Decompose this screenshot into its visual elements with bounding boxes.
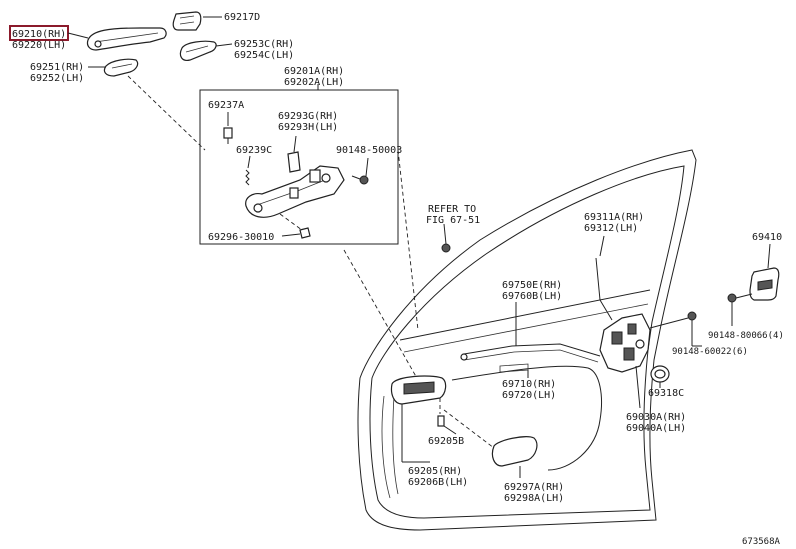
label-69237a: 69237A: [208, 100, 244, 111]
leader-69210: [67, 32, 89, 39]
label-69040a: 69040A(LH): [626, 423, 686, 434]
label-69254c: 69254C(LH): [234, 50, 294, 61]
label-69253c: 69253C(RH): [234, 39, 294, 50]
label-69710: 69710(RH): [502, 379, 556, 390]
leader-69311a: [599, 235, 605, 257]
label-69201a: 69201A(RH): [284, 66, 344, 77]
label-69410: 69410: [752, 232, 782, 243]
leader-90148-50003: [351, 175, 361, 180]
label-69293g: 69293G(RH): [278, 111, 338, 122]
screw-90148-80066-part[interactable]: [727, 293, 753, 303]
label-69760b: 69760B(LH): [502, 291, 562, 302]
label-69296: 69296-30010: [208, 232, 274, 243]
label-69251: 69251(RH): [30, 62, 84, 73]
leader-69030a: [635, 365, 641, 409]
label-90148-50003: 90148-50003: [336, 145, 402, 156]
door-lock-assembly-part[interactable]: [599, 313, 651, 373]
screw-90148-50003-part[interactable]: [359, 175, 369, 185]
rod-69311a-part[interactable]: [595, 257, 613, 321]
leader-69410: [767, 243, 771, 269]
label-69252: 69252(LH): [30, 73, 84, 84]
leader-90148-50003-b: [365, 157, 369, 177]
leader-69239c: [247, 155, 251, 169]
label-refer-to: REFER TO: [428, 204, 476, 215]
label-69205b: 69205B: [428, 436, 464, 447]
door-panel-outline: [357, 149, 697, 531]
spring-69239c-part[interactable]: [245, 169, 250, 186]
clip-69237a-part[interactable]: [223, 127, 233, 144]
label-69293h: 69293H(LH): [278, 122, 338, 133]
label-69312: 69312(LH): [584, 223, 638, 234]
label-69720: 69720(LH): [502, 390, 556, 401]
dashed-frame-to-door: [397, 149, 419, 331]
leader-69293g: [293, 135, 297, 153]
label-90148-60022: 90148-60022(6): [672, 347, 748, 357]
clip-69205b-part[interactable]: [437, 415, 445, 427]
leader-69253c: [215, 43, 233, 47]
label-69311a: 69311A(RH): [584, 212, 644, 223]
label-69210: 69210(RH): [12, 29, 66, 40]
label-69298a: 69298A(LH): [504, 493, 564, 504]
handle-cap-part[interactable]: [172, 11, 202, 31]
handle-pad-rear-part[interactable]: [179, 40, 217, 61]
part-labels: 69210(RH) 69220(LH) 69217D 69253C(RH) 69…: [12, 12, 784, 547]
label-69318c: 69318C: [648, 388, 684, 399]
cover-69297a-part[interactable]: [491, 436, 538, 467]
leader-69296: [281, 233, 301, 237]
label-diagram-ref: 673568A: [742, 537, 781, 547]
seal-69318c-part[interactable]: [650, 365, 670, 383]
cable-69750e-part[interactable]: [460, 343, 601, 363]
dashed-frame-to-bolt: [279, 213, 303, 231]
label-69202a: 69202A(LH): [284, 77, 344, 88]
dashed-frame-to-door-b: [343, 249, 419, 381]
bolt-69296-part[interactable]: [299, 227, 311, 239]
inset-frame-box: [199, 89, 399, 245]
refer-fig-screw-part[interactable]: [441, 243, 451, 253]
handle-frame-part[interactable]: [245, 165, 345, 218]
label-90148-80066: 90148-80066(4): [708, 331, 784, 341]
leader-refer-fig: [443, 223, 447, 245]
dashed-handle-to-frame: [127, 75, 206, 151]
label-69297a: 69297A(RH): [504, 482, 564, 493]
label-69206b: 69206B(LH): [408, 477, 468, 488]
label-refer-fig: FIG 67-51: [426, 215, 480, 226]
label-69750e: 69750E(RH): [502, 280, 562, 291]
screw-90148-60022-part[interactable]: [649, 311, 697, 329]
inside-handle-part[interactable]: [390, 375, 447, 405]
dashed-69297a: [443, 409, 495, 449]
leader-69205b: [443, 425, 457, 435]
label-69205: 69205(RH): [408, 466, 462, 477]
label-69217d: 69217D: [224, 12, 260, 23]
handle-pad-front-part[interactable]: [103, 58, 139, 77]
label-69030a: 69030A(RH): [626, 412, 686, 423]
label-69239c: 69239C: [236, 145, 272, 156]
bracket-69293g-part[interactable]: [287, 151, 301, 173]
striker-69410-part[interactable]: [749, 267, 780, 301]
outside-handle-part[interactable]: [86, 27, 167, 51]
label-69220: 69220(LH): [12, 40, 66, 51]
